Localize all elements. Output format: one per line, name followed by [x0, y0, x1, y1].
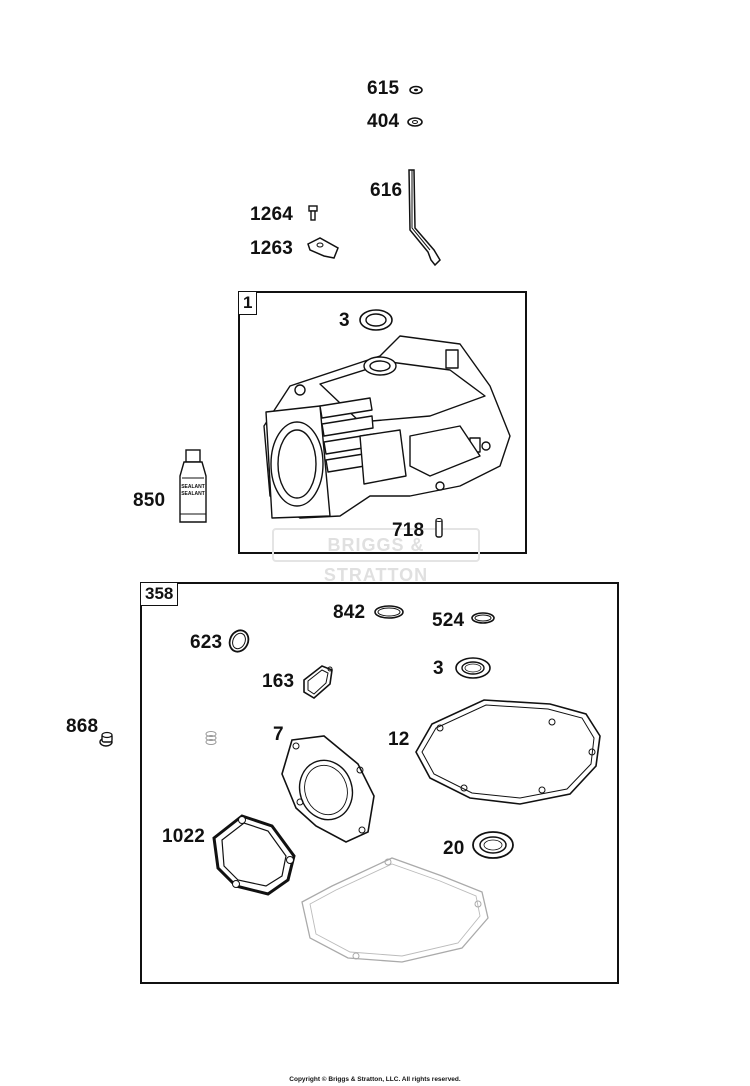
oil-seal-20-icon [472, 831, 514, 859]
part-label-1022: 1022 [162, 826, 206, 847]
oil-seal-3-lower-icon [455, 657, 491, 679]
part-label-3-seal-upper: 3 [339, 310, 350, 331]
head-gasket-7-icon [281, 735, 375, 843]
gasket-1022-icon [212, 814, 296, 896]
gasket-163-icon [303, 665, 333, 699]
ghost-gasket-faint-icon [301, 857, 489, 963]
cylinder-group-frame [238, 291, 527, 554]
part-label-524: 524 [432, 610, 465, 631]
tube-text-line1: SEALANT [181, 484, 205, 490]
oil-seal-3-icon [359, 309, 393, 331]
part-label-163: 163 [262, 671, 295, 692]
gasket-set-group-frame [140, 582, 619, 984]
copyright-notice: Copyright © Briggs & Stratton, LLC. All … [289, 1076, 461, 1083]
part-label-20: 20 [443, 838, 465, 859]
part-label-404: 404 [367, 111, 400, 132]
part-label-616: 616 [370, 180, 403, 201]
part-label-842: 842 [333, 602, 366, 623]
part-label-7: 7 [273, 724, 284, 745]
plug-868-icon [99, 731, 113, 747]
dipstick-616-icon [408, 169, 441, 267]
sealant-tube-850-icon: SEALANT SEALANT [179, 449, 207, 523]
o-ring-842-icon [374, 605, 404, 619]
part-label-623: 623 [190, 632, 223, 653]
part-label-1263: 1263 [250, 238, 294, 259]
part-label-615: 615 [367, 78, 400, 99]
o-ring-524-icon [471, 612, 495, 624]
washer-404-icon [407, 117, 423, 127]
brand-watermark: BRIGGS & STRATTON [272, 528, 480, 585]
part-label-850: 850 [133, 490, 166, 511]
group-label-1: 1 [238, 291, 258, 315]
o-ring-623-icon [228, 629, 250, 653]
part-label-718: 718 [392, 520, 425, 541]
sump-gasket-12-icon [415, 699, 601, 805]
part-label-3-seal-lower: 3 [433, 658, 444, 679]
screw-1264-icon [308, 205, 318, 221]
part-label-1264: 1264 [250, 204, 294, 225]
cylinder-block-icon [263, 335, 511, 519]
washer-615-icon [409, 85, 423, 95]
dowel-pin-718-icon [435, 518, 443, 538]
spring-faint-icon [205, 731, 217, 745]
tube-text-line2: SEALANT [181, 491, 205, 497]
part-label-12: 12 [388, 729, 410, 750]
group-label-358: 358 [140, 582, 179, 606]
part-label-868: 868 [66, 716, 99, 737]
bracket-1263-icon [307, 237, 339, 259]
